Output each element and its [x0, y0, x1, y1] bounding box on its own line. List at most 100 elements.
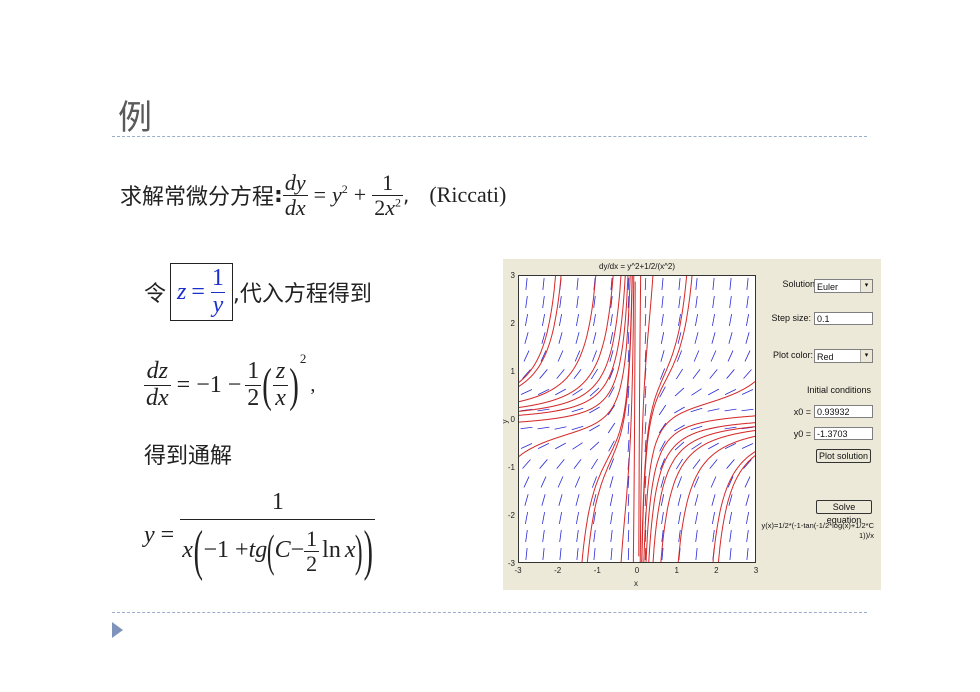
sol-tg: tg: [248, 537, 268, 564]
slope-segment: [589, 424, 600, 432]
solution-curve: [518, 275, 629, 423]
slope-segment: [593, 314, 596, 326]
slope-segment: [522, 459, 531, 469]
slope-segment: [746, 296, 749, 308]
slope-segment: [540, 476, 547, 488]
slope-segment: [610, 295, 613, 309]
slope-segment: [729, 530, 732, 542]
transformed-equation: dz dx = −1 − 1 2 ( z x ) 2 ,: [144, 345, 315, 425]
ling-char: 令: [144, 282, 167, 307]
slope-segment: [644, 403, 647, 417]
dz-numerator: dz: [146, 358, 168, 385]
y-var: y: [332, 182, 342, 207]
plot-color-select[interactable]: Red ▾: [814, 349, 873, 363]
slope-segment: [609, 476, 614, 488]
slope-segment: [678, 295, 681, 309]
slope-segment: [678, 529, 681, 543]
slope-segment: [676, 350, 683, 362]
slope-segment: [593, 512, 596, 524]
solution-curve: [643, 380, 756, 563]
slope-segment: [695, 314, 698, 326]
subst-den: y: [210, 291, 226, 318]
solution-curve: [518, 275, 633, 563]
dz-denominator: dx: [144, 384, 171, 411]
slope-segment: [593, 529, 596, 543]
slope-segment: [573, 458, 582, 470]
footer-divider: [112, 612, 867, 613]
slope-segment: [520, 389, 533, 395]
slope-segment: [524, 314, 529, 326]
slope-segment: [576, 512, 579, 524]
slope-segment: [539, 459, 548, 469]
plot-solution-button[interactable]: Plot solution: [816, 449, 871, 463]
slope-segment: [575, 494, 580, 506]
solve-equation-button[interactable]: Solve equation: [816, 500, 872, 525]
play-triangle-icon[interactable]: [112, 622, 123, 638]
slope-segment: [574, 350, 581, 362]
slope-segment: [709, 459, 718, 469]
slope-segment: [694, 332, 699, 344]
solution-method-select[interactable]: Euler ▾: [814, 279, 873, 293]
inner-right-paren: ): [355, 524, 363, 576]
slope-segment: [554, 426, 567, 430]
sol-half: 1 2: [304, 526, 320, 575]
x0-input[interactable]: 0.93932: [814, 405, 873, 418]
slope-segment: [729, 296, 732, 308]
y0-input[interactable]: -1.3703: [814, 427, 873, 440]
slope-segment: [644, 529, 647, 543]
slope-segment: [627, 493, 630, 507]
y0-label: y0 =: [793, 429, 811, 439]
slope-segment: [576, 547, 579, 561]
inner-left-paren: (: [267, 524, 275, 576]
z-var: z: [177, 278, 187, 305]
slope-segment: [728, 512, 733, 524]
slope-segment: [610, 277, 613, 291]
slope-segment: [591, 476, 598, 488]
solution-curve: [518, 275, 631, 458]
y-axis-label: y: [500, 419, 510, 424]
slope-segment: [711, 332, 716, 344]
slope-segment: [727, 476, 734, 488]
slope-segment: [523, 476, 530, 488]
slope-segment: [745, 332, 750, 344]
slope-segment: [559, 296, 562, 308]
slope-segment: [542, 296, 545, 308]
slope-segment: [695, 277, 698, 291]
solution-curves: [518, 275, 756, 563]
slope-segment: [522, 369, 531, 379]
slope-segment: [709, 369, 718, 379]
slope-segment: [627, 349, 630, 363]
minus-one: −1 −: [196, 371, 242, 398]
slope-segment: [741, 443, 754, 449]
slide-title: 例: [118, 98, 152, 138]
slope-segment: [537, 388, 550, 396]
step-size-input[interactable]: 0.1: [814, 312, 873, 325]
slope-segment: [659, 458, 666, 470]
slope-segment: [520, 426, 533, 430]
solution-fraction: 1 x ( −1 + tg ( C − 1 2 ln x ) ): [180, 489, 376, 581]
slope-segment: [609, 332, 614, 344]
direction-field-plot[interactable]: [518, 275, 756, 563]
general-solution-text: 得到通解: [144, 444, 233, 469]
sol-y: y: [144, 521, 155, 548]
slope-segment: [572, 388, 583, 396]
sol-half-num: 1: [306, 526, 318, 552]
slope-segment: [557, 350, 564, 362]
slope-segment: [542, 277, 545, 291]
slope-segment: [724, 442, 737, 450]
slope-segment: [627, 547, 630, 561]
slope-segment: [644, 493, 647, 507]
slope-segment: [660, 332, 665, 344]
y-tick-label: -2: [508, 511, 516, 520]
slope-segment: [575, 332, 580, 344]
slope-segment: [729, 277, 732, 291]
slope-segment: [558, 332, 563, 344]
slope-segment: [590, 368, 599, 380]
slope-segment: [674, 406, 685, 414]
slope-segment: [610, 314, 613, 326]
slope-segment: [746, 277, 749, 291]
slope-segment: [724, 426, 737, 430]
den-x: x: [385, 194, 395, 220]
slope-segment: [745, 314, 750, 326]
one-over-y: 1 y: [210, 266, 226, 317]
